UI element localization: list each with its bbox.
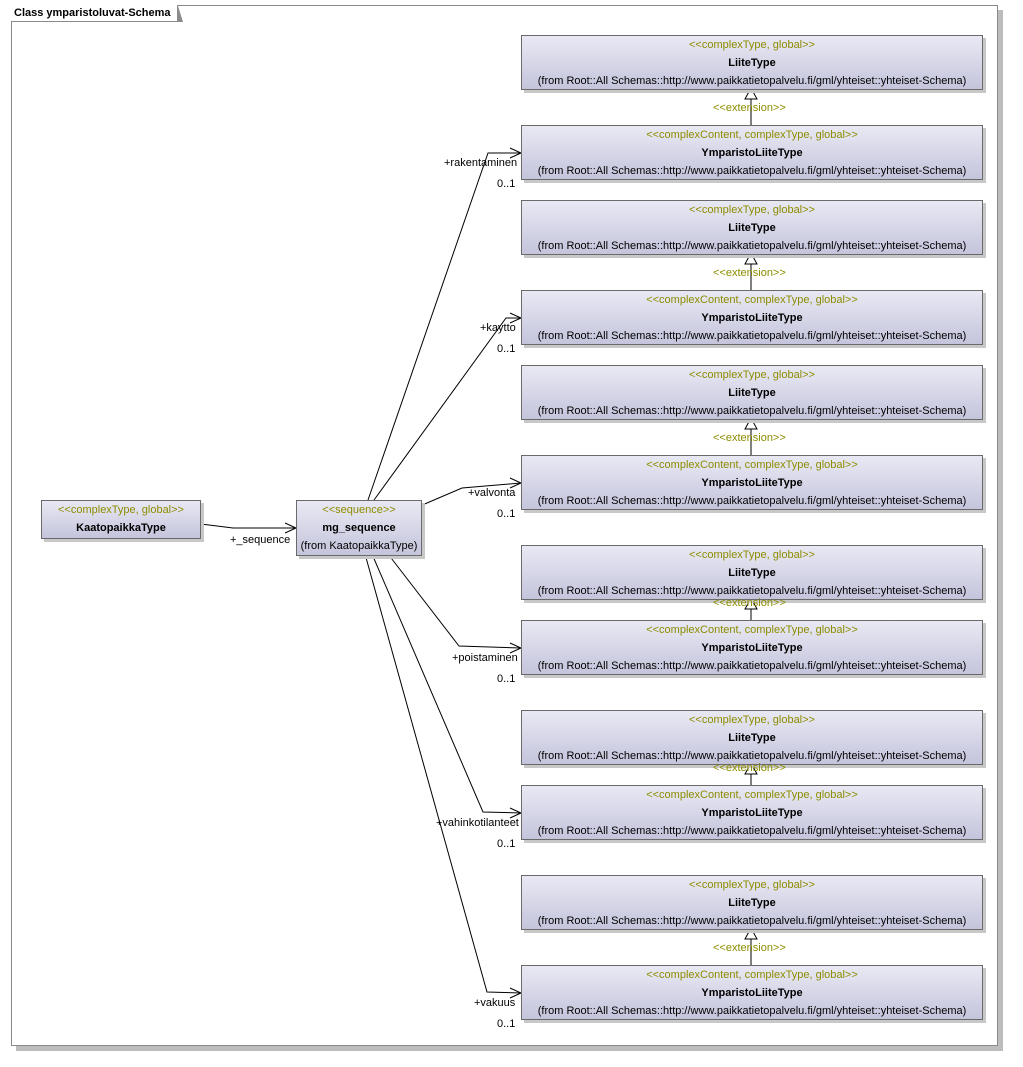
from-label: (from Root::All Schemas::http://www.paik… [537,660,967,672]
association-role-label: +rakentaminen [444,157,518,169]
class-name: LiiteType [728,732,776,744]
stereotype-label: <<complexType, global>> [689,714,815,726]
ymparisto-liite-type-class[interactable]: <<complexContent, complexType, global>> Y… [521,125,983,180]
sequence-role-label: +_sequence [230,534,291,546]
extension-label: <<extension>> [713,267,786,279]
association-role-label: +kaytto [480,322,516,334]
association-role-label: +vakuus [474,997,516,1009]
extension-label: <<extension>> [713,432,786,444]
ymparisto-liite-type-class[interactable]: <<complexContent, complexType, global>> Y… [521,290,983,345]
sequence-association[interactable] [200,523,296,529]
from-label: (from Root::All Schemas::http://www.paik… [537,165,967,177]
multiplicity-label: 0..1 [497,178,516,190]
ymparisto-liite-type-class[interactable]: <<complexContent, complexType, global>> Y… [521,965,983,1020]
stereotype-label: <<sequence>> [322,504,396,516]
from-label: (from Root::All Schemas::http://www.paik… [537,825,967,837]
stereotype-label: <<complexContent, complexType, global>> [646,129,858,141]
stereotype-label: <<complexType, global>> [689,879,815,891]
extension-arrowhead [744,86,758,100]
extension-label: <<extension>> [713,762,786,774]
from-label: (from KaatopaikkaType) [300,540,418,552]
multiplicity-label: 0..1 [497,508,516,520]
from-label: (from Root::All Schemas::http://www.paik… [537,75,967,87]
association-line[interactable] [371,553,522,814]
diagram-title: Class ymparistoluvat-Schema [11,5,183,22]
multiplicity-label: 0..1 [497,673,516,685]
association-line[interactable] [367,152,521,501]
association-line[interactable] [364,553,522,994]
class-name: YmparistoLiiteType [701,807,803,819]
multiplicity-label: 0..1 [497,343,516,355]
class-name: LiiteType [728,387,776,399]
class-name: YmparistoLiiteType [701,147,803,159]
association-line[interactable] [387,553,522,649]
class-name: LiiteType [728,897,776,909]
class-name: YmparistoLiiteType [701,477,803,489]
liite-type-class[interactable]: <<complexType, global>> LiiteType (from Ro… [521,710,983,765]
association-line[interactable] [373,317,521,501]
association-line[interactable] [419,482,522,507]
liite-type-class[interactable]: <<complexType, global>> LiiteType (from Ro… [521,875,983,930]
class-name: YmparistoLiiteType [701,987,803,999]
class-name: mg_sequence [322,522,396,534]
class-name: LiiteType [728,567,776,579]
ymparisto-liite-type-class[interactable]: <<complexContent, complexType, global>> Y… [521,620,983,675]
stereotype-label: <<complexContent, complexType, global>> [646,294,858,306]
class-name: KaatopaikkaType [76,522,166,534]
ymparisto-liite-type-class[interactable]: <<complexContent, complexType, global>> Y… [521,785,983,840]
extension-arrowhead [744,416,758,430]
association-role-label: +vahinkotilanteet [436,817,519,829]
stereotype-label: <<complexType, global>> [58,504,184,516]
from-label: (from Root::All Schemas::http://www.paik… [537,750,967,762]
liite-type-class[interactable]: <<complexType, global>> LiiteType (from Ro… [521,365,983,420]
stereotype-label: <<complexContent, complexType, global>> [646,789,858,801]
multiplicity-label: 0..1 [497,838,516,850]
extension-arrowhead [744,596,758,610]
from-label: (from Root::All Schemas::http://www.paik… [537,405,967,417]
from-label: (from Root::All Schemas::http://www.paik… [537,330,967,342]
from-label: (from Root::All Schemas::http://www.paik… [537,495,967,507]
stereotype-label: <<complexContent, complexType, global>> [646,459,858,471]
liite-type-class[interactable]: <<complexType, global>> LiiteType (from Ro… [521,35,983,90]
from-label: (from Root::All Schemas::http://www.paik… [537,915,967,927]
kaatopaikka-type-class[interactable]: <<complexType, global>> KaatopaikkaType [41,500,201,539]
association-role-label: +valvonta [468,487,516,499]
from-label: (from Root::All Schemas::http://www.paik… [537,1005,967,1017]
extension-arrowhead [744,761,758,775]
extension-label: <<extension>> [713,102,786,114]
stereotype-label: <<complexType, global>> [689,549,815,561]
from-label: (from Root::All Schemas::http://www.paik… [537,240,967,252]
extension-arrowhead [744,926,758,940]
class-name: LiiteType [728,222,776,234]
ymparisto-liite-type-class[interactable]: <<complexContent, complexType, global>> Y… [521,455,983,510]
mg-sequence-class[interactable]: <<sequence>> mg_sequence (from Kaatopaik… [296,500,422,556]
association-role-label: +poistaminen [452,652,518,664]
class-name: YmparistoLiiteType [701,642,803,654]
stereotype-label: <<complexType, global>> [689,39,815,51]
liite-type-class[interactable]: <<complexType, global>> LiiteType (from Ro… [521,200,983,255]
liite-type-class[interactable]: <<complexType, global>> LiiteType (from Ro… [521,545,983,600]
extension-label: <<extension>> [713,597,786,609]
from-label: (from Root::All Schemas::http://www.paik… [537,585,967,597]
extension-arrowhead [744,251,758,265]
class-name: LiiteType [728,57,776,69]
stereotype-label: <<complexType, global>> [689,369,815,381]
multiplicity-label: 0..1 [497,1018,516,1030]
stereotype-label: <<complexContent, complexType, global>> [646,969,858,981]
extension-label: <<extension>> [713,942,786,954]
stereotype-label: <<complexContent, complexType, global>> [646,624,858,636]
stereotype-label: <<complexType, global>> [689,204,815,216]
class-name: YmparistoLiiteType [701,312,803,324]
